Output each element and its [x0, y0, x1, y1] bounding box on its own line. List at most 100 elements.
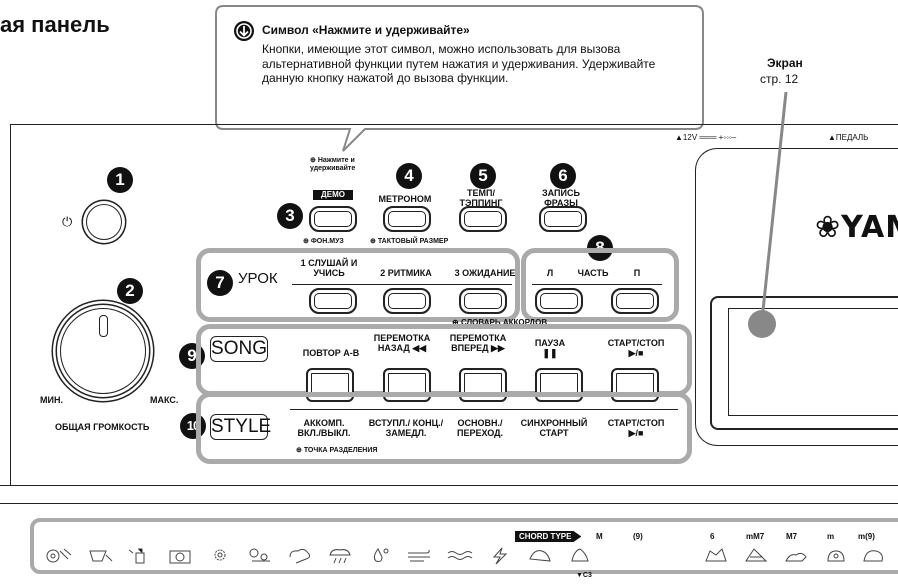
display-frame [695, 148, 898, 446]
lesson-1-label: 1 СЛУШАЙ И УЧИСЬ [300, 258, 358, 278]
volume-max: МАКС. [150, 395, 179, 405]
song-label: SONG [210, 336, 268, 362]
animal-4-icon [780, 545, 812, 565]
style-main-label: ОСНОВН./ ПЕРЕХОД. [456, 418, 504, 438]
tempo-label: ТЕМП/ ТЭППИНГ [459, 188, 503, 208]
style-label: STYLE [210, 414, 271, 440]
chord-type-M: M [596, 532, 603, 541]
screen-label-title: Экран [767, 56, 803, 70]
demo-button[interactable] [309, 206, 357, 232]
metronome-alt-label: ⊕ ТАКТОВЫЙ РАЗМЕР [370, 238, 449, 245]
bubbles-icon [244, 545, 276, 565]
pedal-label: ▲ПЕДАЛЬ [828, 133, 869, 142]
power-button[interactable] [86, 204, 122, 240]
power-symbol-icon: ⏻ [62, 215, 73, 230]
lcd-screen [710, 296, 898, 430]
lesson-2-button[interactable] [383, 288, 431, 314]
panel-divider-2 [0, 503, 898, 504]
volume-label: ОБЩАЯ ГРОМКОСТЬ [55, 422, 150, 432]
volume-min: МИН. [40, 395, 63, 405]
tempo-button[interactable] [459, 206, 507, 232]
lesson-3-button[interactable] [459, 288, 507, 314]
demo-alt-label: ⊕ ФОН.МУЗ [303, 238, 344, 245]
lesson-1-button[interactable] [309, 288, 357, 314]
percussion-icon [84, 545, 116, 565]
song-pause-label: ПАУЗА ❚❚ [534, 338, 566, 358]
style-sync-label: СИНХРОННЫЙ СТАРТ [520, 418, 588, 438]
phrase-record-button[interactable] [539, 206, 587, 232]
part-center-label: ЧАСТЬ [577, 268, 609, 278]
hold-note-text: Нажмите и удерживайте [310, 157, 356, 172]
split-point-label: ⊕ ТОЧКА РАЗДЕЛЕНИЯ [296, 447, 378, 454]
gear-icon [204, 545, 236, 565]
part-divider [532, 284, 662, 285]
hold-note: ⊕ Нажмите и удерживайте [310, 157, 356, 172]
lightning-icon [484, 545, 516, 565]
lesson-3-label: 3 ОЖИДАНИЕ [454, 268, 516, 278]
panel-left-edge [10, 124, 11, 486]
waves-icon [444, 545, 476, 565]
number-5: 5 [470, 163, 496, 189]
number-4: 4 [396, 163, 422, 189]
animal-3-icon [740, 545, 772, 565]
camera-icon [164, 545, 196, 565]
style-group [196, 392, 692, 464]
animal-1-icon [564, 545, 596, 565]
style-intro-label: ВСТУПЛ./ КОНЦ./ЗАМЕДЛ. [368, 418, 444, 438]
number-1: 1 [107, 167, 133, 193]
chord-type-m9: m(9) [858, 532, 875, 541]
voice-strip-group [30, 518, 898, 574]
part-right-label: П [633, 268, 641, 278]
brand-text: YAMA [841, 210, 898, 245]
phrase-label: ЗАПИСЬ ФРАЗЫ [542, 188, 580, 208]
volume-indicator [99, 315, 108, 337]
callout-body: Кнопки, имеющие этот символ, можно испол… [262, 42, 656, 85]
panel-divider [0, 485, 898, 486]
chord-type-badge: CHORD TYPE [515, 531, 582, 542]
style-divider [290, 409, 678, 410]
c3-marker: ▼C3 [576, 572, 592, 579]
metronome-button[interactable] [383, 206, 431, 232]
hold-symbol-icon [234, 21, 254, 41]
chord-type-m: m [827, 532, 835, 541]
page-title: ая панель [0, 12, 110, 37]
animal-5-icon [820, 545, 852, 565]
bird-icon [524, 545, 556, 565]
screen-label-page: стр. 12 [760, 72, 799, 86]
lesson-label: УРОК [238, 270, 278, 287]
panel-top-edge [10, 124, 898, 125]
screen-pointer [748, 91, 788, 338]
bottle-icon [124, 545, 156, 565]
song-startstop-label: СТАРТ/СТОП ▶/■ [607, 338, 665, 358]
volume-knob[interactable] [60, 308, 146, 394]
song-rew-label: ПЕРЕМОТКА НАЗАД ◀◀ [373, 333, 431, 353]
demo-label: ДЕМО [313, 190, 353, 200]
split-point-text: ТОЧКА РАЗДЕЛЕНИЯ [303, 447, 378, 454]
part-right-button[interactable] [611, 288, 659, 314]
power-spec: ▲12V ═══ +◦◦◦– [675, 133, 737, 142]
chord-type-9: (9) [633, 532, 643, 541]
number-6: 6 [550, 163, 576, 189]
chord-type-6: 6 [710, 532, 715, 541]
metronome-label: МЕТРОНОМ [378, 194, 432, 204]
song-ab-label: ПОВТОР A-B [302, 348, 360, 358]
part-left-button[interactable] [535, 288, 583, 314]
drumkit-icon [44, 545, 76, 565]
style-acmp-label: АККОМП. ВКЛ./ВЫКЛ. [297, 418, 351, 438]
style-startstop-label: СТАРТ/СТОП ▶/■ [607, 418, 665, 438]
wind-icon [404, 545, 436, 565]
chord-type-M7: M7 [786, 532, 798, 541]
demo-alt-text: ФОН.МУЗ [310, 238, 344, 245]
cloud-icon [284, 545, 316, 565]
drop-icon [364, 545, 396, 565]
chord-type-mM7: mM7 [746, 532, 765, 541]
chord-dictionary-text: СЛОВАРЬ АККОРДОВ [460, 318, 548, 327]
metronome-alt-text: ТАКТОВЫЙ РАЗМЕР [377, 238, 449, 245]
number-3: 3 [277, 203, 303, 229]
song-ff-label: ПЕРЕМОТКА ВПЕРЕД ▶▶ [449, 333, 507, 353]
animal-2-icon [700, 545, 732, 565]
part-left-label: Л [546, 268, 554, 278]
lesson-group [196, 248, 520, 322]
rain-cloud-icon [324, 545, 356, 565]
chord-dictionary-label: ⊕ СЛОВАРЬ АККОРДОВ [452, 318, 548, 327]
